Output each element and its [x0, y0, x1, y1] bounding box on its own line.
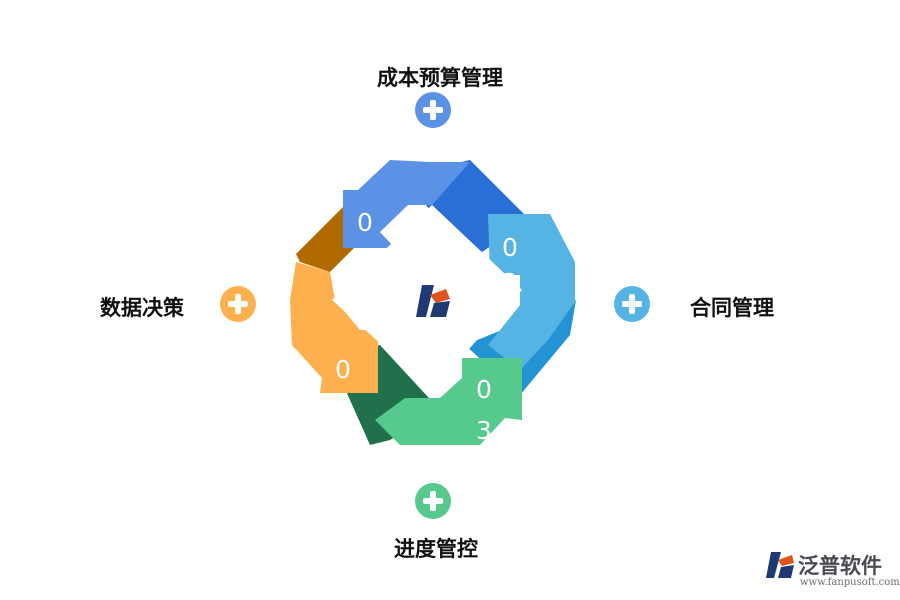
- arrow-left-number-2: 4: [335, 388, 351, 417]
- section-label-data-decision: 数据决策: [100, 296, 184, 320]
- arrow-top-number-1: 0: [357, 208, 373, 237]
- section-label-contract: 合同管理: [690, 296, 774, 320]
- watermark-brand-name: 泛普软件: [798, 554, 882, 578]
- section-label-cost-budget: 成本预算管理: [377, 66, 503, 90]
- plus-circle-icon: [614, 286, 650, 322]
- arrow-right-number-1: 0: [502, 233, 518, 262]
- watermark-logo-icon: [766, 552, 794, 578]
- plus-circle-icon: [415, 92, 451, 128]
- arrow-right-number-2: 2: [502, 268, 518, 297]
- plus-circle-icon: [415, 483, 451, 519]
- arrow-left-number-1: 0: [335, 355, 351, 384]
- arrow-bottom: [375, 358, 522, 445]
- plus-circle-icon: [220, 286, 256, 322]
- arrow-right: [488, 214, 575, 370]
- company-logo-icon: [416, 285, 450, 317]
- arrow-top: [343, 160, 470, 248]
- arrow-top-number-2: 1: [359, 248, 375, 277]
- arrow-left: [290, 262, 378, 393]
- section-label-progress: 进度管控: [394, 537, 478, 561]
- watermark-url: www.fanpusoft.com: [800, 577, 900, 588]
- brand-watermark: 泛普软件 www.fanpusoft.com: [766, 550, 900, 594]
- arrow-bottom-number-1: 0: [476, 375, 492, 404]
- arrow-bottom-number-2: 3: [476, 416, 492, 445]
